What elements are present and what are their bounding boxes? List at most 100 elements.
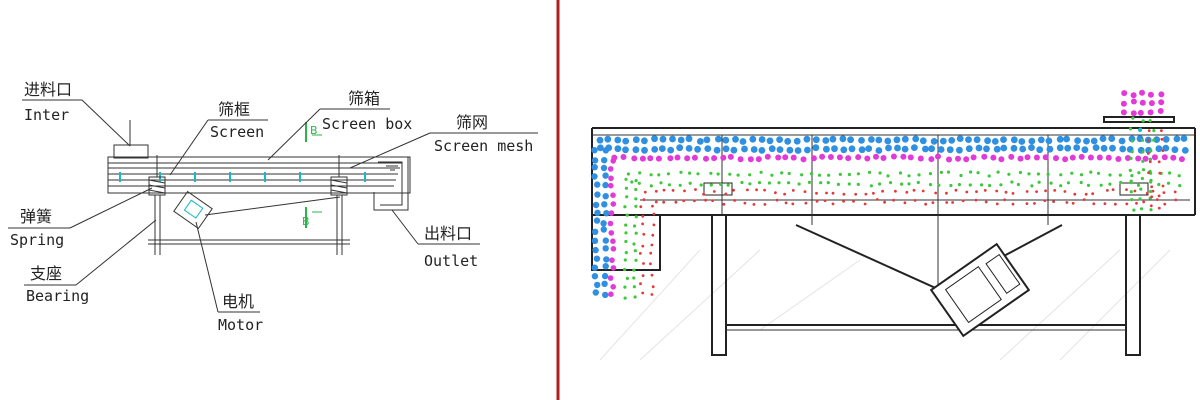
material-dot: [817, 173, 822, 177]
material-dot: [831, 145, 838, 153]
material-dot: [594, 191, 601, 198]
material-dot: [632, 146, 640, 154]
material-dot: [945, 191, 948, 195]
material-dot: [1147, 109, 1154, 116]
material-dot: [965, 136, 972, 144]
material-dot: [983, 145, 990, 153]
material-dot: [624, 231, 628, 235]
material-dot: [608, 182, 614, 189]
material-dot: [825, 191, 828, 195]
material-dot: [1137, 109, 1144, 116]
material-dot: [1150, 185, 1154, 189]
material-dot: [633, 224, 637, 228]
material-dot: [722, 136, 730, 144]
left-schematic: B B: [8, 80, 538, 334]
material-dot: [831, 202, 835, 206]
material-dot: [758, 147, 766, 154]
material-dot: [1070, 171, 1074, 175]
material-dot: [1118, 173, 1122, 177]
material-dot: [869, 184, 874, 188]
section-mark-top-label: B: [310, 124, 318, 137]
material-dot: [847, 136, 854, 144]
material-dot: [642, 232, 646, 236]
material-dot: [750, 146, 758, 153]
material-dot: [875, 198, 879, 201]
material-dot: [1037, 180, 1041, 184]
material-dot: [1160, 129, 1163, 133]
material-dot: [916, 180, 920, 185]
material-dot: [1141, 119, 1145, 123]
material-dot: [1152, 129, 1156, 133]
material-dot: [931, 201, 935, 205]
material-dot: [917, 173, 921, 177]
material-dot: [620, 154, 627, 160]
material-dot: [886, 174, 890, 178]
material-dot: [1084, 192, 1088, 196]
material-dot: [913, 199, 917, 202]
material-dot: [649, 184, 653, 188]
material-dot: [748, 182, 752, 186]
material-dot: [591, 237, 599, 244]
material-dot: [894, 144, 901, 152]
material-dot: [810, 155, 817, 162]
material-dot: [1155, 145, 1163, 153]
material-dot: [637, 181, 641, 185]
material-dot: [602, 181, 609, 189]
material-dot: [856, 182, 860, 186]
material-dot: [610, 246, 617, 252]
material-dot: [712, 190, 716, 193]
material-dot: [632, 136, 640, 144]
material-dot: [1135, 155, 1142, 162]
material-dot: [1149, 189, 1153, 194]
material-dot: [678, 183, 682, 187]
material-dot: [1073, 144, 1081, 152]
material-dot: [1033, 202, 1036, 205]
screen-mesh-label-cn: 筛网: [456, 113, 488, 132]
material-dot: [1046, 145, 1054, 153]
material-dot: [787, 171, 791, 176]
motor-label-en: Motor: [218, 316, 263, 334]
material-dot: [1149, 208, 1153, 212]
material-dot: [719, 182, 723, 186]
material-dot: [730, 146, 738, 154]
material-dot: [767, 181, 772, 185]
material-dot: [766, 137, 774, 145]
material-dot: [1147, 171, 1150, 175]
material-dot: [930, 138, 938, 145]
material-dot: [1108, 182, 1112, 186]
material-dot: [638, 171, 642, 175]
material-dot: [601, 272, 609, 280]
material-dot: [720, 154, 727, 161]
material-dot: [867, 170, 872, 174]
material-dot: [691, 154, 698, 161]
material-dot: [999, 183, 1003, 187]
material-dot: [728, 172, 732, 176]
material-dot: [864, 192, 868, 196]
material-dot: [1178, 184, 1182, 188]
material-dot: [622, 137, 630, 145]
material-dot: [901, 145, 909, 153]
material-dot: [951, 201, 954, 204]
material-dot: [623, 205, 627, 209]
material-dot: [1147, 139, 1150, 142]
material-dot: [1166, 181, 1171, 185]
material-dot: [699, 183, 703, 187]
material-dot: [1065, 201, 1069, 204]
material-dot: [1000, 136, 1007, 144]
material-dot: [688, 181, 692, 185]
material-dot: [607, 275, 614, 281]
material-dot: [939, 137, 947, 145]
spring-right: [330, 155, 348, 196]
material-dot: [1146, 152, 1150, 155]
leader-lines: [8, 99, 538, 313]
material-dot: [1017, 155, 1024, 162]
material-dot: [1139, 207, 1144, 211]
material-dot: [740, 180, 744, 185]
material-dot: [649, 251, 653, 255]
material-dot: [783, 192, 786, 196]
material-dot: [884, 137, 892, 145]
material-dot: [658, 145, 666, 153]
material-dot: [858, 137, 865, 144]
material-dot: [1045, 137, 1053, 145]
material-dot: [641, 244, 645, 248]
